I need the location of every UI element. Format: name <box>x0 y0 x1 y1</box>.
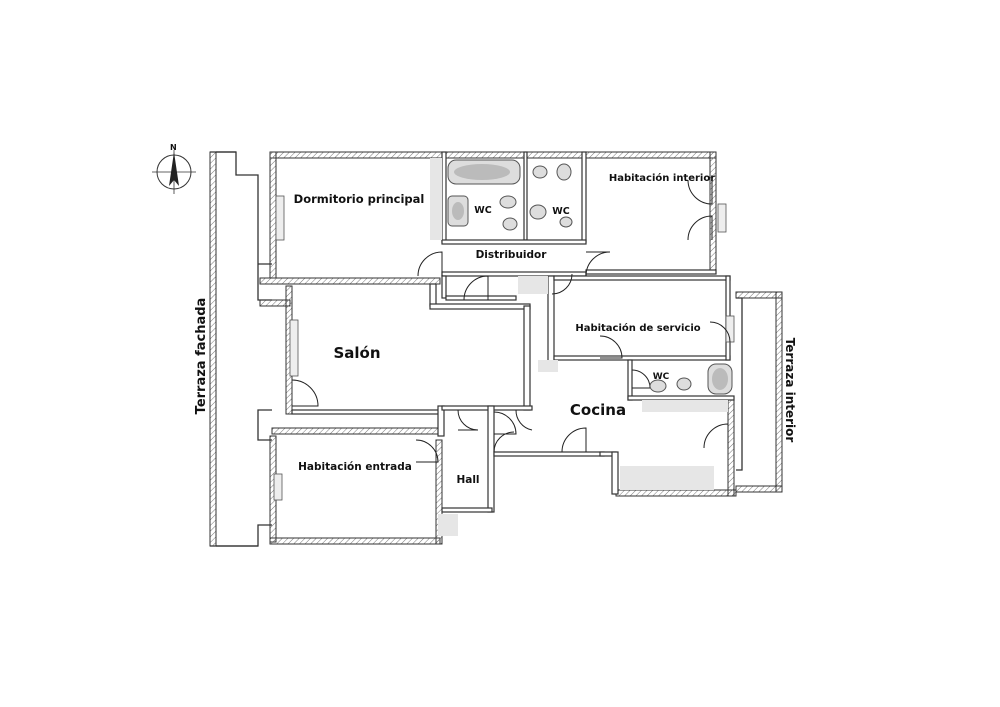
room-label-hall: Hall <box>456 474 479 486</box>
floor-accents <box>430 158 728 536</box>
windows <box>273 195 735 501</box>
interior-walls <box>291 151 735 513</box>
north-compass-icon: N <box>152 143 196 194</box>
room-label-cocina: Cocina <box>570 401 626 419</box>
compass-label: N <box>170 143 177 152</box>
room-label-distribuidor: Distribuidor <box>476 249 548 261</box>
room-label-habitacion-interior: Habitación interior <box>609 172 715 184</box>
terraza-interior-area <box>735 291 783 493</box>
exterior-walls <box>259 151 737 545</box>
sink-icon <box>447 195 469 227</box>
terraza-fachada-area <box>209 151 272 547</box>
room-label-habitacion-entrada: Habitación entrada <box>298 461 412 473</box>
bathtub-icon <box>447 159 521 185</box>
service-bathtub-icon <box>707 363 733 395</box>
room-label-habitacion-servicio: Habitación de servicio <box>575 322 700 334</box>
room-label-wc-1: WC <box>474 205 491 216</box>
doors <box>291 179 731 463</box>
room-label-dormitorio-principal: Dormitorio principal <box>294 192 425 206</box>
room-label-wc-3: WC <box>653 372 670 382</box>
room-label-salon: Salón <box>333 344 380 362</box>
room-label-terraza-fachada: Terraza fachada <box>194 298 209 415</box>
room-label-terraza-interior: Terraza interior <box>783 338 797 443</box>
toilet-icon <box>499 163 692 393</box>
room-label-wc-2: WC <box>552 206 569 217</box>
